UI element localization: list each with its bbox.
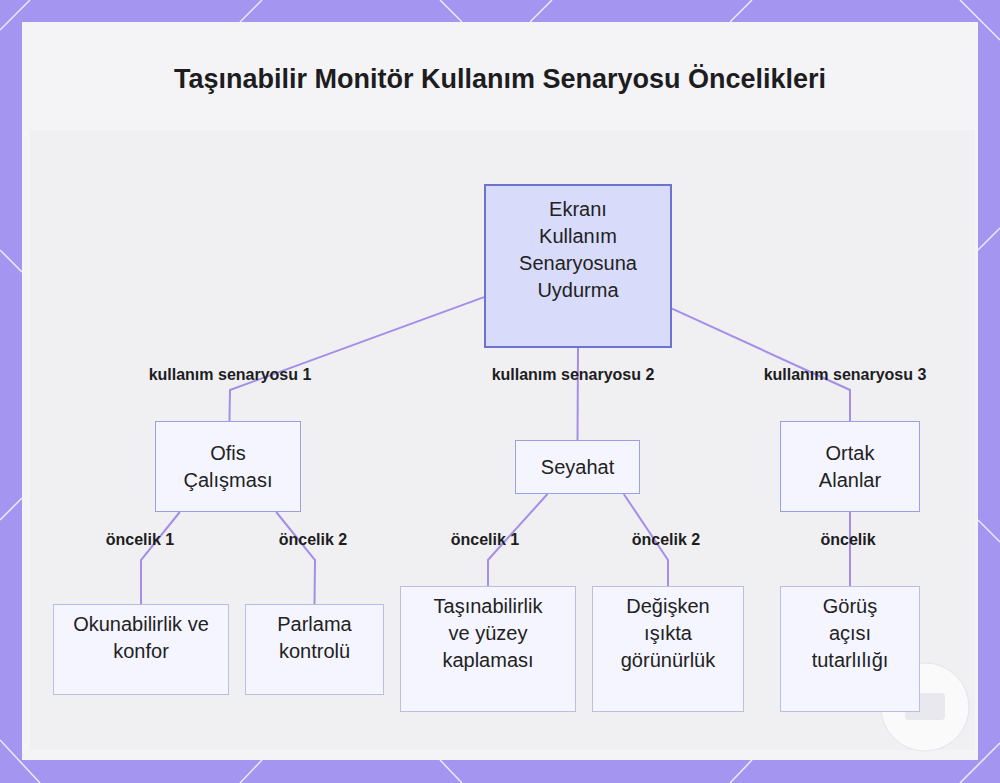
panel: [22, 22, 978, 760]
node-label: Ekranı Kullanım Senaryosuna Uydurma: [511, 196, 646, 304]
node-label: Parlama kontrolü: [265, 611, 365, 665]
connector-line: [229, 297, 484, 421]
process-box: Okunabilirlik ve konfor: [53, 604, 229, 695]
process-box: Taşınabilirlik ve yüzey kaplaması: [400, 586, 576, 712]
connector-line: [672, 309, 850, 421]
process-box: Ofis Çalışması: [155, 421, 301, 512]
edge-label: öncelik 1: [106, 531, 174, 549]
edge-label: öncelik 1: [451, 531, 519, 549]
edge-label: kullanım senaryosu 2: [492, 366, 655, 384]
process-box: Ekranı Kullanım Senaryosuna Uydurma: [484, 184, 672, 348]
connector-line: [849, 512, 851, 586]
node-label: Taşınabilirlik ve yüzey kaplaması: [421, 593, 556, 674]
edge-label: kullanım senaryosu 1: [149, 366, 312, 384]
edge-label: öncelik 2: [279, 531, 347, 549]
diagram-title: Taşınabilir Monitör Kullanım Senaryosu Ö…: [150, 62, 850, 97]
connector-line: [276, 512, 315, 604]
node-label: Ofis Çalışması: [178, 440, 278, 494]
connector-line: [141, 512, 180, 604]
process-box: Seyahat: [515, 440, 640, 494]
node-label: Görüş açısı tutarlılığı: [808, 593, 893, 674]
connector-line: [577, 348, 580, 440]
node-label: Değişken ışıkta görünürlük: [613, 593, 723, 674]
process-box: Parlama kontrolü: [245, 604, 384, 695]
edge-label: öncelik 2: [632, 531, 700, 549]
edge-label: kullanım senaryosu 3: [764, 366, 927, 384]
edge-label: öncelik: [820, 531, 875, 549]
node-label: Ortak Alanlar: [805, 440, 895, 494]
process-box: Ortak Alanlar: [780, 421, 920, 512]
process-box: Görüş açısı tutarlılığı: [780, 586, 920, 712]
process-box: Değişken ışıkta görünürlük: [592, 586, 744, 712]
blurred-photo: [30, 130, 975, 750]
node-label: Okunabilirlik ve konfor: [66, 611, 216, 665]
node-label: Seyahat: [541, 454, 614, 481]
